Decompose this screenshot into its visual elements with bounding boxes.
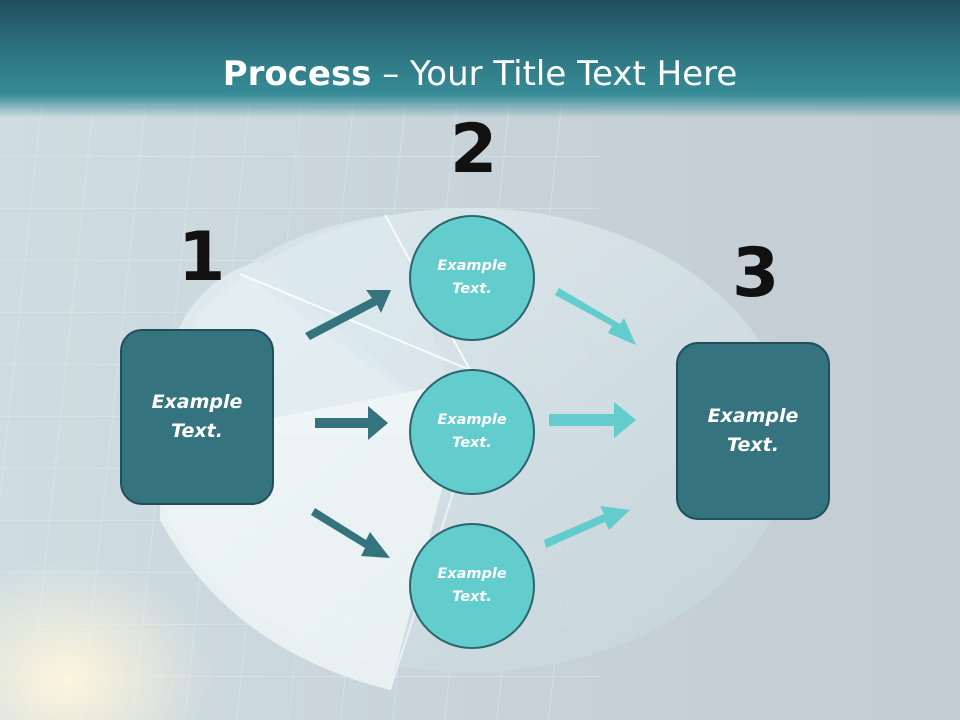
arrow-left-to-top: [305, 290, 391, 340]
circle-middle-text: Example Text.: [437, 412, 507, 451]
right-step-box-text: Example Text.: [707, 405, 799, 456]
right-step-box: Example Text.: [676, 342, 830, 520]
arrow-middle-to-right: [549, 402, 636, 438]
title-bold: Process: [222, 54, 372, 94]
left-step-box-text: Example Text.: [151, 391, 243, 442]
circle-top: Example Text.: [409, 215, 535, 341]
step-number-3: 3: [732, 234, 780, 313]
circle-bottom-text: Example Text.: [437, 566, 507, 605]
step-number-1: 1: [178, 218, 226, 297]
arrow-top-to-right: [555, 288, 636, 345]
arrow-bottom-to-right: [544, 506, 630, 548]
circle-bottom: Example Text.: [409, 523, 535, 649]
step-number-2: 2: [450, 110, 498, 189]
header-band: [0, 0, 960, 118]
circle-middle: Example Text.: [409, 369, 535, 495]
arrow-left-to-bottom: [311, 508, 390, 558]
title-rest: – Your Title Text Here: [371, 54, 738, 94]
slide-title: Process – Your Title Text Here: [0, 52, 960, 96]
arrow-left-to-middle: [315, 406, 388, 440]
circle-top-text: Example Text.: [437, 258, 507, 297]
left-step-box: Example Text.: [120, 329, 274, 505]
